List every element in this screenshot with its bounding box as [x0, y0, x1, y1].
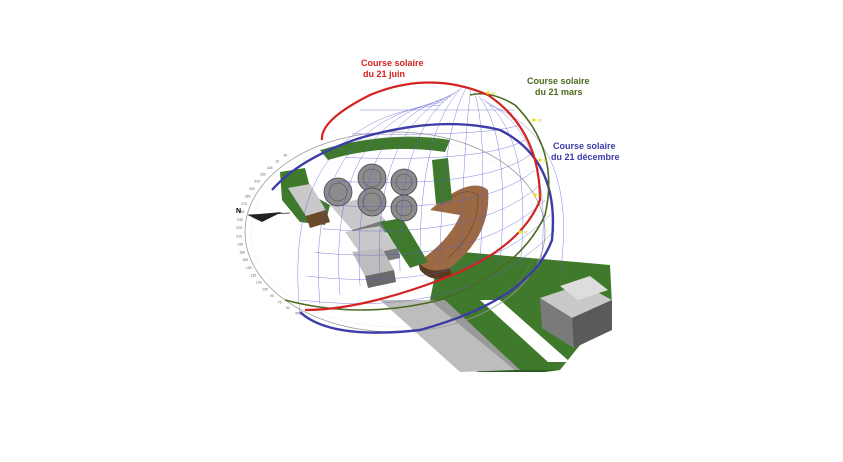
compass-degree-label: 90: [270, 294, 274, 298]
grid-line: [358, 95, 452, 286]
grid-line: [459, 89, 472, 263]
hour-marker-dot: [518, 230, 522, 234]
compass-degree-label: 285: [245, 194, 251, 198]
compass-degree-label: 15: [275, 160, 279, 164]
grid-line: [439, 86, 468, 264]
grid-line: [337, 154, 531, 183]
december-course-label: Course solaire du 21 décembre: [551, 141, 620, 163]
compass-degree-label: 45: [295, 312, 299, 316]
compass-degree-label: 105: [262, 288, 268, 292]
hour-marker-label: 15: [538, 193, 543, 198]
buildings: [288, 158, 612, 348]
sun-course-march: [284, 92, 550, 311]
grid-line: [352, 124, 521, 135]
grid-line: [344, 139, 526, 159]
compass-degree-label: 165: [242, 258, 248, 262]
march-label-line2: du 21 mars: [535, 87, 583, 97]
compass-degree-label: 195: [237, 242, 243, 246]
compass-degree-label: 315: [254, 180, 260, 184]
hour-markers: 12 13 14 15 16: [486, 91, 548, 235]
compass-degree-label: 75: [278, 300, 282, 304]
compass-degree-label: 150: [246, 266, 252, 270]
hour-marker-label: 13: [537, 118, 542, 123]
june-label-line2: du 21 juin: [363, 69, 406, 79]
grid-line: [379, 92, 456, 279]
compass-degree-label: 135: [250, 273, 256, 277]
grid-line: [307, 214, 551, 280]
hour-marker-label: 12: [491, 91, 496, 96]
hour-marker-dot: [538, 158, 542, 162]
june-label-line1: Course solaire: [361, 58, 424, 68]
june-course-label: Course solaire du 21 juin: [361, 58, 424, 80]
compass-degree-label: 120: [256, 281, 262, 285]
compass-degree-label: 30: [283, 154, 287, 158]
compass-degree-label: 225: [236, 226, 242, 230]
compass-degree-label: 255: [239, 210, 245, 214]
grid-line: [322, 184, 541, 232]
grid-line: [299, 229, 556, 304]
grid-line: [486, 101, 544, 271]
grid-line: [329, 169, 536, 208]
grid-line: [297, 104, 441, 316]
grid-line: [474, 92, 484, 263]
grid-line: [399, 89, 460, 272]
compass-ring: 3015345330315300285270255240225210195180…: [236, 131, 546, 333]
hour-marker-label: 14: [543, 158, 548, 163]
compass-degree-label: 345: [267, 166, 273, 170]
compass-degree-label: 60: [286, 306, 290, 310]
road: [380, 300, 570, 372]
hour-marker-label: 16: [523, 230, 528, 235]
march-course-label: Course solaire du 21 mars: [527, 76, 590, 98]
compass-degree-label: 300: [249, 187, 255, 191]
hour-marker-dot: [532, 118, 536, 122]
grid-line: [338, 98, 448, 295]
grid-line: [478, 95, 503, 265]
december-label-line1: Course solaire: [553, 141, 616, 151]
sun-course-june: [304, 81, 542, 312]
grid-line: [419, 86, 464, 267]
compass-degree-label: 180: [239, 250, 245, 254]
compass-degree-label: 210: [236, 234, 242, 238]
compass-degree-label: 330: [260, 173, 266, 177]
december-label-line2: du 21 décembre: [551, 152, 620, 162]
grid-line: [314, 199, 546, 256]
compass-degree-label: 240: [237, 218, 243, 222]
hour-marker-dot: [486, 91, 490, 95]
hour-marker-dot: [533, 193, 537, 197]
north-arrow-icon: [247, 212, 291, 222]
march-label-line1: Course solaire: [527, 76, 590, 86]
north-label: N: [236, 208, 242, 215]
grid-line: [482, 98, 524, 268]
compass-degree-label: 270: [241, 202, 247, 206]
